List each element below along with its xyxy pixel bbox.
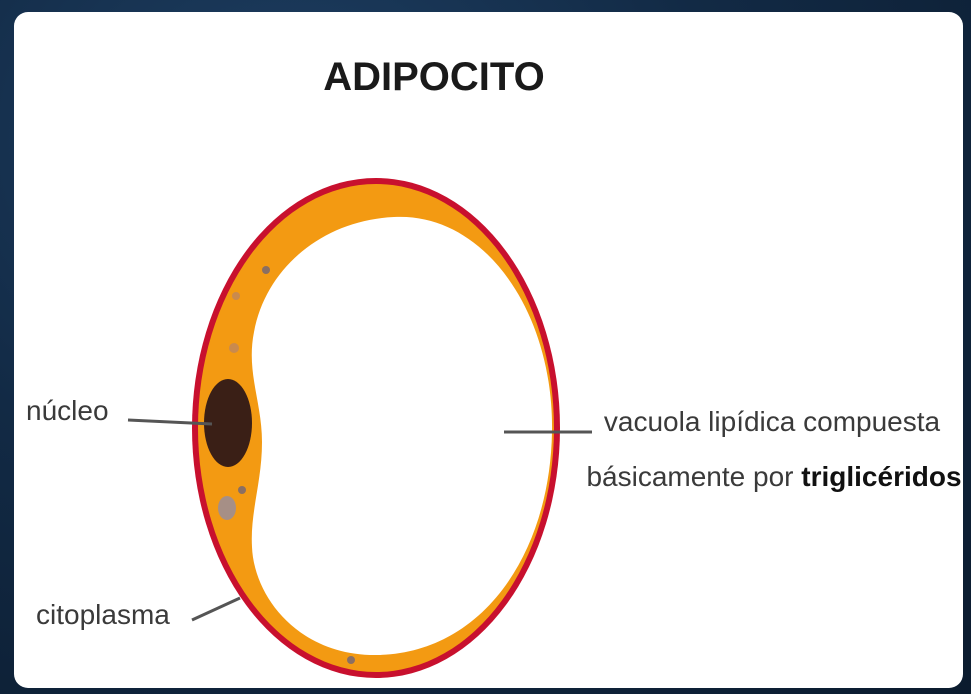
granule [218, 496, 236, 520]
cytoplasm-leader-line [192, 598, 240, 620]
granule [347, 656, 355, 664]
vacuole-label-bold: triglicéridos [801, 461, 961, 492]
nucleus-label: núcleo [26, 395, 109, 426]
vacuole-label-line1: vacuola lipídica compuesta [604, 406, 941, 437]
granule [232, 292, 240, 300]
diagram-card: ADIPOCITO núcleo citoplasma vacuola lipí… [14, 12, 963, 688]
diagram-title: ADIPOCITO [323, 55, 545, 99]
granule [229, 343, 239, 353]
granule [262, 266, 270, 274]
adipocyte-diagram: ADIPOCITO núcleo citoplasma vacuola lipí… [14, 12, 963, 688]
vacuole-label-line2: básicamente por triglicéridos [586, 461, 961, 492]
granule [238, 486, 246, 494]
vacuole-label-prefix: básicamente por [586, 461, 801, 492]
cytoplasm-label: citoplasma [36, 599, 170, 630]
